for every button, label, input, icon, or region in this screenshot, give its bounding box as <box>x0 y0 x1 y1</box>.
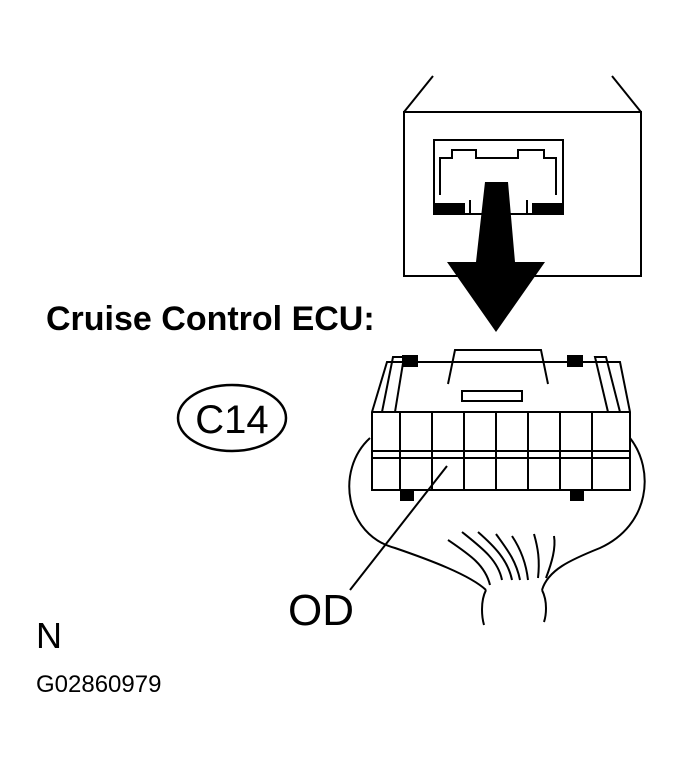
connector-code-oval <box>176 383 288 453</box>
connector-rail-cap-right <box>567 355 583 367</box>
harness-sheath-left <box>348 437 487 591</box>
wire-harness <box>348 437 646 626</box>
insertion-arrow-icon <box>447 182 545 332</box>
wire-7 <box>545 535 556 579</box>
harness-stub-right <box>541 589 547 623</box>
harness-connector <box>371 349 631 501</box>
figure-id: G02860979 <box>36 671 161 698</box>
connector-foot-right <box>570 489 584 501</box>
wire-1 <box>447 539 491 586</box>
connector-rail-cap-left <box>402 355 418 367</box>
ecu-socket-latch-left <box>435 203 465 214</box>
ecu-housing-edge-right <box>611 75 642 113</box>
connector-code: C14 <box>195 398 268 442</box>
wire-5 <box>511 535 529 581</box>
ecu-socket-latch-right <box>532 203 562 214</box>
connector-rail-left <box>381 356 406 413</box>
harness-sheath-right <box>541 437 646 591</box>
wire-2 <box>461 531 503 581</box>
diagram-title: Cruise Control ECU: <box>46 300 375 338</box>
connector-hood <box>447 349 549 385</box>
terminal-leader-line <box>349 465 448 591</box>
wire-4 <box>495 533 521 581</box>
wire-3 <box>477 531 513 581</box>
terminal-label: OD <box>288 586 354 635</box>
connector-lock-tab <box>461 390 523 402</box>
connector-pin-grid <box>372 412 630 490</box>
connector-foot-left <box>400 489 414 501</box>
wire-6 <box>533 533 540 579</box>
ecu-housing-edge-left <box>403 75 434 113</box>
orientation-mark: N <box>36 615 62 656</box>
harness-stub-left <box>481 589 487 626</box>
ecu-socket-outline <box>439 149 557 195</box>
connector-rail-right <box>593 356 621 413</box>
